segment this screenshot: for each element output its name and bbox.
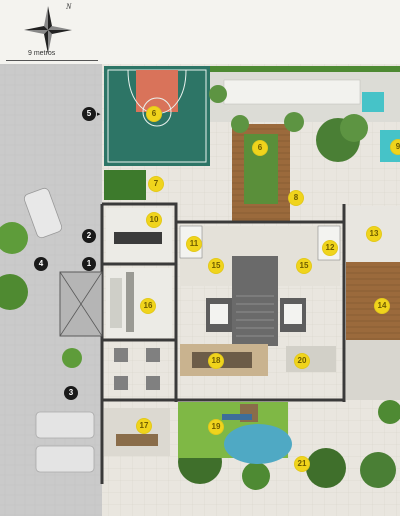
scale-label: 9 metros [28, 50, 56, 57]
trees [0, 85, 400, 490]
marker-5: 5 [82, 107, 96, 121]
car-3 [23, 187, 63, 239]
marker-4: 4 [34, 257, 48, 271]
marker-3: 3 [64, 386, 78, 400]
marker-19: 19 [208, 419, 224, 435]
marker-12: 12 [322, 240, 338, 256]
building-walls [100, 202, 346, 484]
marker-6-court: 6 [146, 106, 162, 122]
compass-rose-icon [24, 6, 72, 54]
dining-tables [114, 348, 160, 390]
marker-8: 8 [288, 190, 304, 206]
marker-18: 18 [208, 353, 224, 369]
marker-20: 20 [294, 353, 310, 369]
marker-10: 10 [146, 212, 162, 228]
marker-15-right: 15 [296, 258, 312, 274]
marker-5-arrow-icon: ▸ [97, 111, 101, 118]
hedge [104, 170, 146, 200]
marker-9: 9 [390, 139, 400, 155]
marker-11: 11 [186, 236, 202, 252]
marker-16: 16 [140, 298, 156, 314]
barbecue-area [104, 408, 170, 456]
marker-21: 21 [294, 456, 310, 472]
pool [362, 92, 384, 112]
fitness-wood-floor [346, 262, 400, 340]
marker-17: 17 [136, 418, 152, 434]
marker-6-garden: 6 [252, 140, 268, 156]
marker-1: 1 [82, 257, 96, 271]
scale-bar [6, 60, 98, 63]
north-label: N [66, 2, 72, 11]
car-1 [35, 411, 95, 439]
marker-15-left: 15 [208, 258, 224, 274]
marker-13: 13 [366, 226, 382, 242]
stairs [232, 256, 278, 346]
marker-14: 14 [374, 298, 390, 314]
car-2 [35, 445, 95, 473]
marker-2: 2 [82, 229, 96, 243]
marker-7: 7 [148, 176, 164, 192]
court-key [136, 70, 178, 112]
